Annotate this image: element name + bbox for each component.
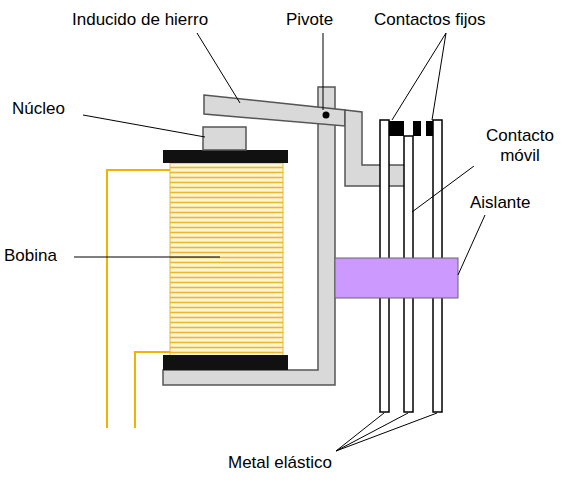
leader-line bbox=[412, 166, 474, 212]
part-label: Contacto móvil bbox=[468, 126, 572, 166]
leader-line bbox=[432, 33, 446, 120]
part-label: Contactos fijos bbox=[372, 10, 488, 30]
contact-tip bbox=[389, 121, 404, 136]
yoke bbox=[163, 112, 335, 385]
coil-flange bbox=[163, 355, 288, 370]
insulator bbox=[335, 258, 458, 298]
leader-line bbox=[458, 215, 485, 275]
part-label: Bobina bbox=[2, 246, 59, 266]
core bbox=[203, 127, 246, 150]
contact-tip bbox=[413, 121, 421, 136]
leader-line bbox=[336, 413, 408, 451]
part-label: Metal elástico bbox=[226, 453, 334, 473]
pivot-point bbox=[323, 112, 330, 119]
coil-wire bbox=[107, 170, 172, 428]
coil-flange bbox=[163, 150, 288, 163]
leader-line bbox=[197, 33, 240, 103]
leader-line bbox=[74, 257, 220, 258]
part-label: Pivote bbox=[284, 10, 335, 30]
part-label: Núcleo bbox=[10, 99, 67, 119]
leader-line bbox=[392, 33, 446, 120]
leader-line bbox=[336, 413, 384, 451]
leader-line bbox=[336, 413, 437, 451]
coil bbox=[170, 163, 283, 357]
leader-line bbox=[323, 33, 324, 110]
armature bbox=[204, 95, 345, 126]
leader-lines bbox=[74, 33, 485, 451]
contact-tip bbox=[426, 121, 433, 136]
part-label: Inducido de hierro bbox=[70, 10, 210, 30]
leader-line bbox=[83, 115, 205, 137]
part-label: Aislante bbox=[468, 193, 532, 213]
armature-arm bbox=[345, 110, 405, 186]
